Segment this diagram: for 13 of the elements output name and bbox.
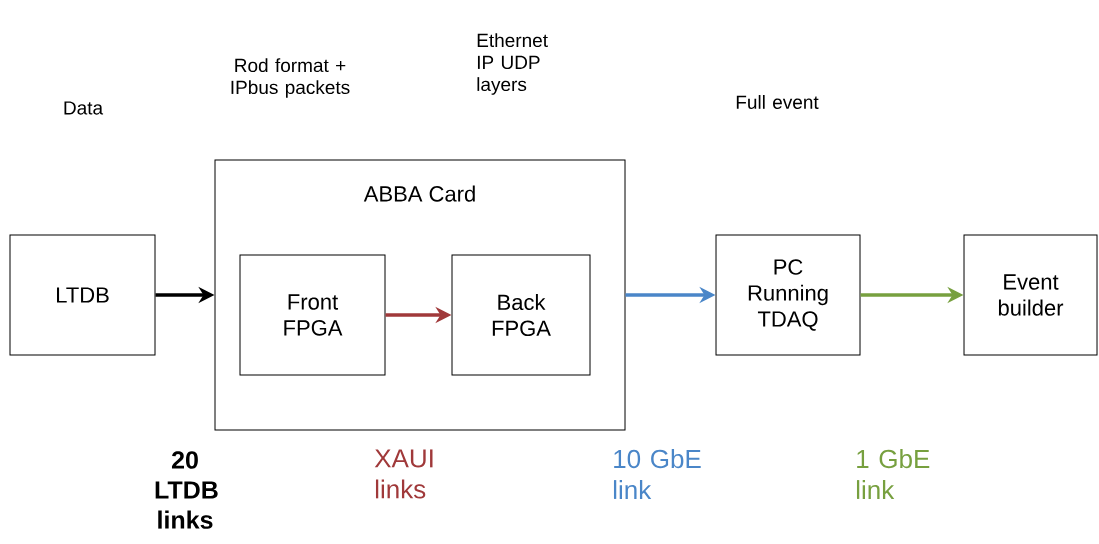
note-text: XAUI links [374, 449, 433, 499]
note-text: 20 LTDB links [155, 451, 218, 529]
process-box: Front FPGA [239, 254, 386, 376]
note-text: 10 GbE link [613, 449, 701, 499]
note-text: Data [64, 101, 104, 115]
process-box: PC Running TDAQ [715, 234, 861, 356]
process-box: LTDB [9, 234, 156, 356]
process-box: Event builder [963, 234, 1098, 356]
note-text: 1 GbE link [856, 449, 930, 499]
note-text: Ethernet IP UDP layers [477, 33, 548, 95]
note-text: Full event [736, 95, 819, 109]
process-box: Back FPGA [451, 254, 591, 376]
note-text: Rod format + IPbus packets [231, 58, 350, 98]
